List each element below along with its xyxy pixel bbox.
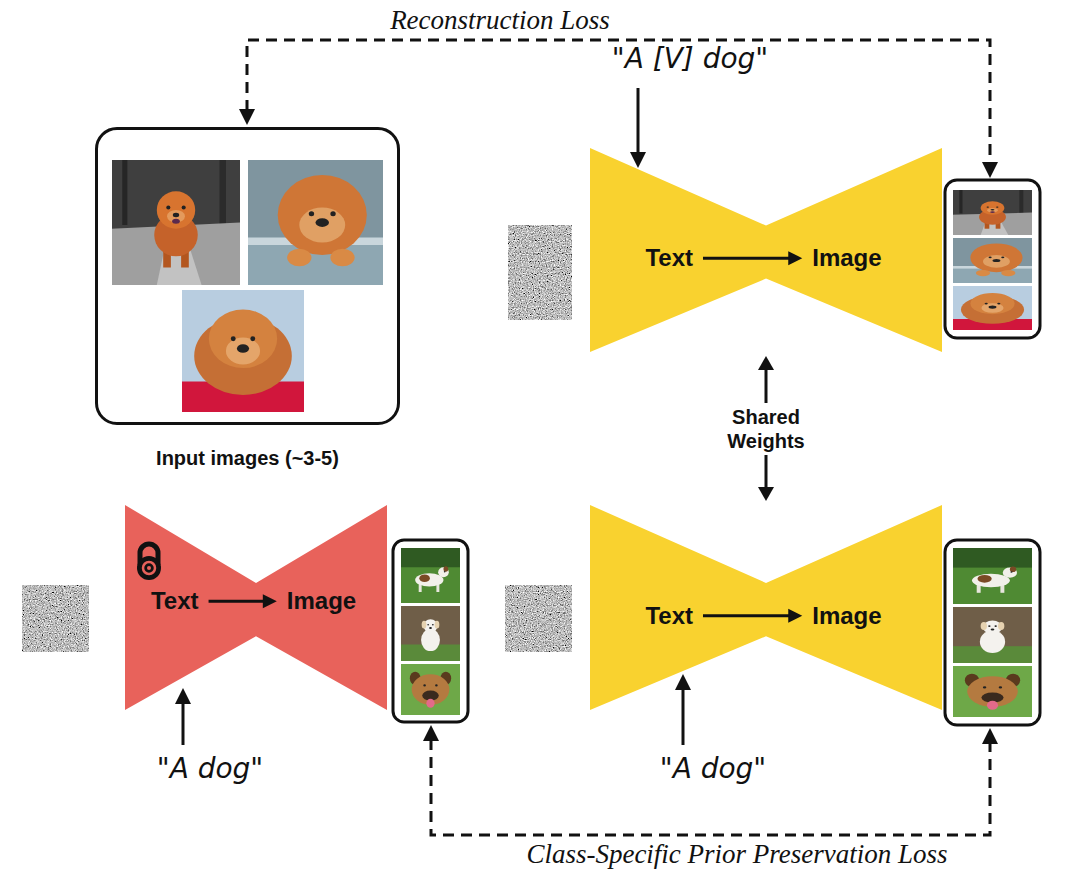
prompt-text: "A dog": [660, 752, 767, 786]
lock-icon: [137, 544, 161, 580]
loss-label: Class-Specific Prior Preservation Loss: [526, 838, 947, 870]
output-stack: [393, 540, 468, 722]
input-images-box: Input images (~3-5): [95, 127, 400, 425]
model-text: Image: [812, 602, 881, 630]
text-to-image-arrow: [703, 609, 802, 623]
noise-image: [505, 585, 572, 652]
loss-arrow: [239, 40, 998, 178]
model-fill: [590, 148, 942, 352]
loss-label: Reconstruction Loss: [390, 4, 610, 36]
text-to-image-arrow: [209, 594, 277, 608]
output-stack: [945, 180, 1040, 338]
noise-image: [22, 585, 89, 652]
model-fill: [590, 505, 942, 710]
loss-arrow: [423, 725, 998, 835]
prompt-arrow: [630, 88, 646, 168]
noise-image: [508, 225, 572, 320]
model-text: Text: [645, 602, 693, 630]
bowtie-outline: [590, 505, 942, 710]
box-heading: Input images (~3-5): [156, 445, 339, 471]
prompt-arrow: [175, 688, 191, 745]
prompt-text: "A [V] dog": [612, 42, 768, 76]
model-text: Image: [812, 244, 881, 272]
prompt-text: "A dog": [157, 752, 264, 786]
model-shape: Text Image: [590, 148, 942, 352]
dog-photo: [112, 160, 240, 285]
text-to-image-arrow: [703, 251, 802, 265]
output-stack: [945, 540, 1040, 725]
dog-photo: [248, 160, 383, 285]
model-shape: Text Image: [590, 505, 942, 710]
bowtie-outline: [590, 148, 942, 352]
model-text: Text: [151, 587, 199, 615]
model-fill: [125, 505, 387, 710]
edge-label: Shared Weights: [715, 403, 817, 455]
dog-photo: [182, 290, 304, 412]
model-text: Text: [645, 244, 693, 272]
model-text: Image: [287, 587, 356, 615]
frozen-model-shape: Text Image: [125, 505, 387, 710]
prompt-arrow: [675, 674, 691, 745]
